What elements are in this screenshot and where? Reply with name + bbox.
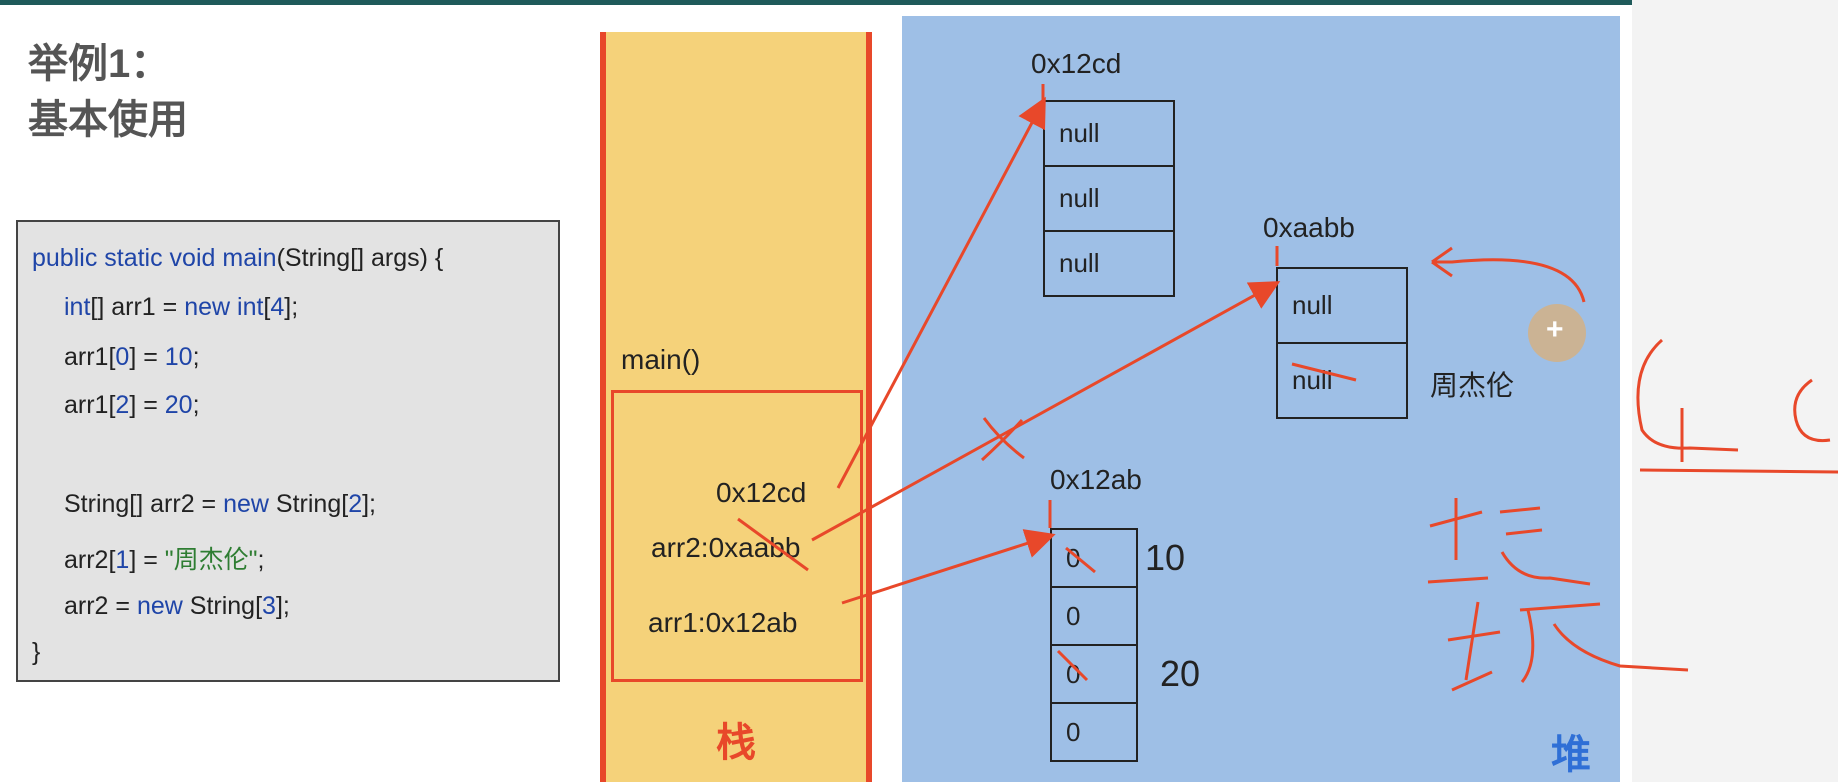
code-line-1: public static void main(String[] args) { — [32, 244, 443, 273]
heap-cell: null — [1276, 342, 1408, 419]
main-frame-label: main() — [621, 344, 701, 375]
heap-cell: 0 — [1050, 644, 1138, 704]
code-token: String[ — [182, 592, 263, 620]
heap-cell: null — [1043, 165, 1175, 232]
side-panel — [1632, 0, 1838, 782]
heap-cell: null — [1043, 100, 1175, 167]
code-token: 2 — [348, 490, 363, 518]
code-token: public static void — [32, 244, 223, 272]
heap-address-0x12ab: 0x12ab — [1050, 464, 1142, 495]
code-token: "周杰伦" — [164, 546, 258, 574]
code-token: 10 — [164, 343, 193, 371]
code-token: ]; — [275, 592, 290, 620]
code-token: ; — [257, 546, 265, 574]
stack-label: 栈 — [716, 721, 756, 765]
code-line-7: arr2 = new String[3]; — [64, 592, 290, 621]
code-token: arr2 = — [64, 592, 137, 620]
code-token: 20 — [164, 391, 193, 419]
string-object-label: 周杰伦 — [1430, 370, 1515, 401]
stack-var-arr2: arr2:0xaabb — [651, 532, 801, 563]
code-line-8: } — [32, 638, 41, 666]
code-line-5: String[] arr2 = new String[2]; — [64, 490, 376, 519]
code-token: String[ — [268, 490, 349, 518]
title-line-1: 举例1： — [28, 42, 171, 86]
code-token: new int — [184, 293, 264, 321]
code-token: arr2[ — [64, 546, 116, 574]
slide-title: 举例1： 基本使用 — [28, 36, 188, 148]
heap-cell: 0 — [1050, 586, 1138, 646]
code-token: main — [222, 244, 277, 272]
heap-cell: null — [1043, 230, 1175, 297]
heap-address-0xaabb: 0xaabb — [1263, 212, 1355, 243]
code-token: 3 — [262, 592, 276, 620]
code-token: ]; — [284, 293, 299, 321]
heap-cell: 0 — [1050, 528, 1138, 588]
code-token: arr1[ — [64, 343, 116, 371]
code-line-2: int[] arr1 = new int[4]; — [64, 293, 298, 322]
code-token: 2 — [115, 391, 130, 419]
code-token: [ — [263, 293, 271, 321]
cursor-highlight — [1528, 304, 1586, 362]
assigned-value-10: 10 — [1145, 537, 1186, 578]
code-token: int — [64, 293, 91, 321]
code-line-3: arr1[0] = 10; — [64, 343, 200, 372]
heap-cell: 0 — [1050, 702, 1138, 762]
stack-var-arr1: arr1:0x12ab — [648, 607, 798, 638]
top-border — [0, 0, 1838, 5]
code-line-6: arr2[1] = "周杰伦"; — [64, 540, 264, 576]
code-line-4: arr1[2] = 20; — [64, 391, 200, 420]
code-token: (String[] args) { — [276, 244, 444, 272]
code-token: ]; — [362, 490, 376, 518]
title-line-2: 基本使用 — [28, 98, 188, 142]
plus-icon: + — [1546, 313, 1564, 346]
code-token: ] = — [129, 391, 165, 419]
heap-cell: null — [1276, 267, 1408, 344]
code-token: 4 — [270, 293, 285, 321]
code-token: 1 — [115, 546, 130, 574]
code-token: ] = — [129, 546, 165, 574]
stack-value-0x12cd: 0x12cd — [716, 477, 807, 508]
code-token: [] arr1 = — [90, 293, 185, 321]
code-token: ; — [192, 391, 200, 419]
code-token: 0 — [115, 343, 130, 371]
code-token: new — [223, 490, 269, 518]
code-box: public static void main(String[] args) {… — [16, 220, 560, 682]
assigned-value-20: 20 — [1160, 653, 1201, 694]
code-token: ] = — [129, 343, 165, 371]
code-token: ; — [192, 343, 200, 371]
code-token: String[] arr2 = — [64, 490, 224, 518]
heap-address-0x12cd: 0x12cd — [1031, 48, 1122, 79]
heap-label: 堆 — [1551, 733, 1591, 777]
code-token: arr1[ — [64, 391, 116, 419]
code-token: new — [136, 592, 183, 620]
